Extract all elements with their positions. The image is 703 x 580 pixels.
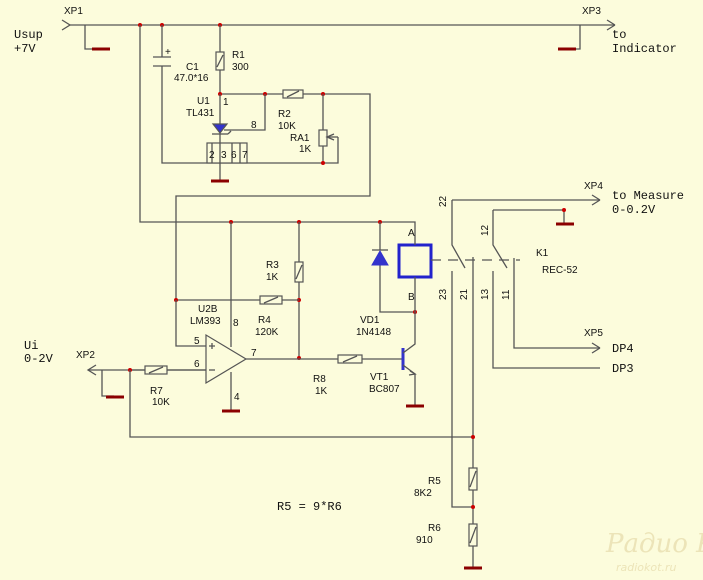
watermark-logo: Радио КОТ (605, 529, 703, 559)
xp5-label: XP5 (584, 328, 603, 339)
r5-value: 8K2 (414, 488, 432, 499)
c1-value: 47.0*16 (174, 73, 209, 84)
c1-ref: C1 (186, 62, 199, 73)
k1-pin: 22 (438, 195, 449, 207)
r8-value: 1K (315, 386, 328, 397)
k1-value: REC-52 (542, 265, 578, 276)
vd1-value: 1N4148 (356, 327, 391, 338)
u2b-pin: 8 (233, 318, 239, 329)
indicator-label: Indicator (612, 42, 677, 56)
usup-label: Usup (14, 28, 43, 42)
resistor-r2 (282, 89, 304, 99)
dp3-label: DP3 (612, 362, 634, 376)
resistor-r8 (337, 354, 403, 364)
r6-ref: R6 (428, 523, 441, 534)
shunt-regulator-u1 (175, 92, 371, 300)
u1-pin: 1 (223, 97, 229, 108)
coil-a-label: A (408, 228, 415, 239)
u1-ref: U1 (197, 96, 210, 107)
comparator-u2b (130, 222, 338, 413)
k1-pin: 21 (459, 288, 470, 300)
xp4-connector-arrow (591, 194, 601, 206)
xp2-label: XP2 (76, 350, 95, 361)
ui-range: 0-2V (24, 352, 54, 366)
input-network (86, 364, 473, 438)
r2-ref: R2 (278, 109, 291, 120)
u1-pin: 8 (251, 120, 257, 131)
r4-ref: R4 (258, 315, 271, 326)
r3-value: 1K (266, 272, 279, 283)
relay-k1 (397, 194, 601, 494)
divider-formula: R5 = 9*R6 (277, 500, 342, 514)
xp1-label: XP1 (64, 6, 83, 17)
trimmer-ra1 (247, 94, 339, 165)
coil-b-label: B (408, 292, 415, 303)
ra1-ref: RA1 (290, 133, 310, 144)
r1-ref: R1 (232, 50, 245, 61)
measure-range: 0-0.2V (612, 203, 656, 217)
u1-value: TL431 (186, 108, 215, 119)
k1-ref: K1 (536, 248, 549, 259)
diode-vd1 (371, 222, 417, 314)
resistor-r4 (174, 295, 299, 305)
k1-pin: 11 (501, 289, 512, 300)
u2b-ref: U2B (198, 304, 218, 315)
u2b-pin: 7 (251, 348, 257, 359)
r5-ref: R5 (428, 476, 441, 487)
r7-ref: R7 (150, 386, 163, 397)
xp2-connector-arrow (86, 364, 97, 376)
ra1-value: 1K (299, 144, 312, 155)
r7-value: 10K (152, 397, 170, 408)
transistor-vt1 (401, 283, 424, 408)
xp3-connector-arrow (606, 19, 616, 31)
vd1-ref: VD1 (360, 315, 380, 326)
r4-value: 120K (255, 327, 279, 338)
k1-pin: 23 (438, 288, 449, 300)
c1-plus-sign: + (165, 47, 171, 58)
u2b-value: LM393 (190, 316, 221, 327)
xp1-connector-arrow (61, 19, 72, 31)
r8-ref: R8 (313, 374, 326, 385)
u2b-pin: 6 (194, 359, 200, 370)
xp5-connector-arrow (591, 342, 601, 354)
watermark-url: radiokot.ru (616, 561, 676, 574)
u1-pin: 3 (221, 150, 227, 161)
power-rail (61, 19, 616, 51)
resistor-r3 (294, 222, 304, 360)
to-measure-label: to Measure (612, 189, 684, 203)
u2b-pin: 4 (234, 392, 240, 403)
k1-pin: 13 (480, 288, 491, 300)
dp4-label: DP4 (612, 342, 634, 356)
vt1-ref: VT1 (370, 372, 389, 383)
xp4-label: XP4 (584, 181, 603, 192)
ui-label: Ui (24, 339, 38, 353)
u2b-pin: 5 (194, 336, 200, 347)
usup-voltage: +7V (14, 42, 36, 56)
to-indicator-label: to (612, 28, 626, 42)
r3-ref: R3 (266, 260, 279, 271)
relay-coil (397, 243, 433, 279)
vt1-value: BC807 (369, 384, 400, 395)
r2-value: 10K (278, 121, 296, 132)
k1-pin: 12 (480, 224, 491, 236)
r1-value: 300 (232, 62, 249, 73)
divider-r5-r6 (451, 467, 482, 570)
u1-pin: 7 (242, 150, 248, 161)
u1-pin: 2 (209, 150, 215, 161)
xp3-label: XP3 (582, 6, 601, 17)
resistor-r1 (215, 25, 225, 94)
u1-pin: 6 (231, 150, 237, 161)
r6-value: 910 (416, 535, 433, 546)
